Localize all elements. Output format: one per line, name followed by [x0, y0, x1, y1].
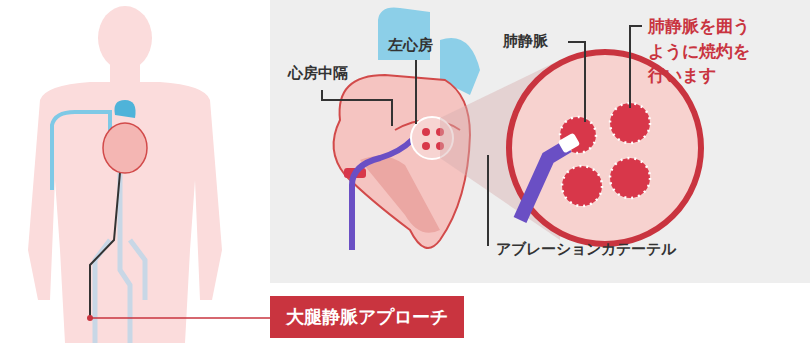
approach-box: 大腿静脈アプローチ: [270, 296, 464, 338]
dot: [87, 315, 93, 321]
vein: [120, 150, 130, 343]
leader-line: [92, 317, 270, 319]
part-label: 肺静脈: [503, 32, 548, 52]
catheter-path: [90, 150, 122, 318]
vein: [52, 112, 110, 190]
part-label: 左心房: [388, 36, 433, 56]
note-text: 肺静脈を囲うように焼灼を行います: [648, 14, 753, 88]
leader-lines: [322, 26, 642, 246]
vein: [130, 240, 145, 300]
aorta: [114, 100, 135, 118]
heart-small: [103, 123, 147, 173]
body-silhouette: [28, 6, 222, 343]
part-label: 心房中隔: [288, 64, 348, 84]
part-label: アブレーションカテーテル: [496, 240, 676, 260]
vein: [95, 240, 110, 343]
panel: [270, 0, 810, 283]
box-text: 大腿静脈アプローチ: [286, 306, 448, 328]
